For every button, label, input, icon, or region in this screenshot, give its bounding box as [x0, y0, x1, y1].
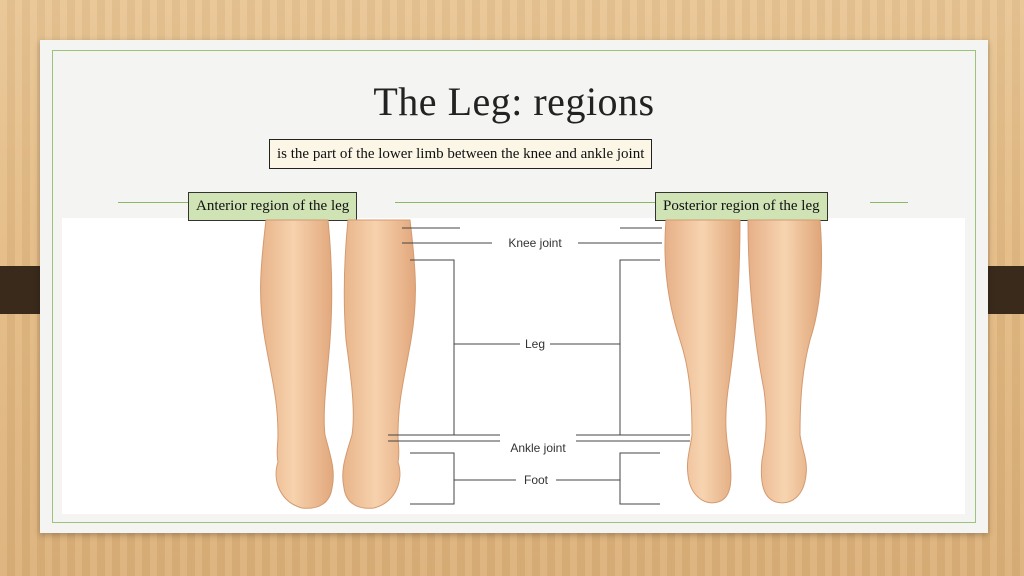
knee-joint-label: Knee joint [508, 236, 562, 250]
slide-frame [52, 50, 976, 523]
slide-title: The Leg: regions [373, 79, 655, 124]
ankle-joint-label: Ankle joint [510, 441, 566, 455]
leg-label: Leg [525, 337, 545, 351]
anterior-right-leg [342, 219, 416, 509]
bracket-lines [388, 227, 690, 505]
anterior-region-label: Anterior region of the leg [188, 192, 358, 221]
left-divider-line [118, 202, 190, 203]
definition-box: is the part of the lower limb between th… [269, 139, 653, 169]
slide: The Leg: regions is the part of the lowe… [40, 40, 988, 533]
right-divider-line [870, 202, 908, 203]
posterior-left-leg [664, 219, 741, 504]
foot-label: Foot [524, 473, 549, 487]
anterior-left-leg [260, 219, 334, 509]
leg-anatomy-diagram: Knee joint Leg Ankle joint Foot [260, 219, 823, 509]
center-divider-line [395, 202, 657, 203]
posterior-region-label: Posterior region of the leg [655, 192, 828, 221]
posterior-right-leg [747, 219, 823, 504]
